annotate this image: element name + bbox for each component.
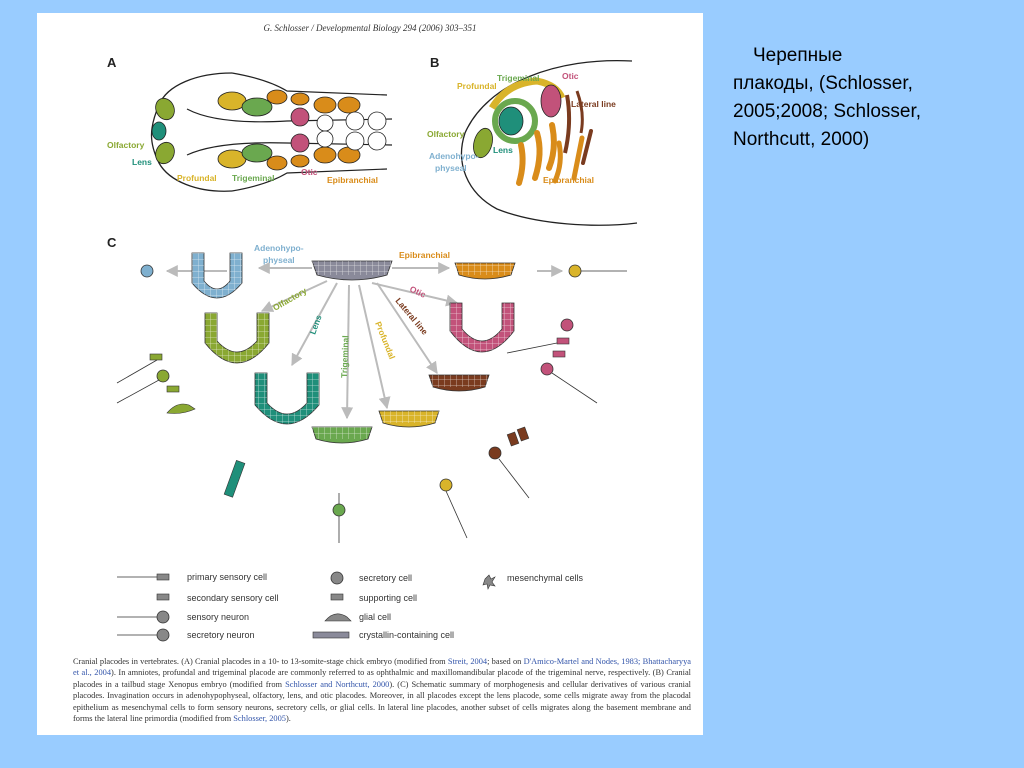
panel-a-letter: A (107, 55, 117, 70)
legend-mesenchymal-cells: mesenchymal cells (507, 573, 584, 583)
caption-reference[interactable]: Streit, 2004 (447, 657, 488, 666)
panel-a-embryo: Olfactory Lens Profundal Trigeminal Otic… (107, 72, 393, 192)
panel-b-profundal-label: Profundal (457, 81, 497, 91)
caption-text: ). (285, 714, 291, 724)
legend-sensory-neuron: sensory neuron (187, 612, 249, 622)
panel-b-physeal-label: physeal (435, 163, 467, 173)
panel-a-profundal-label: Profundal (177, 173, 217, 183)
caption-reference[interactable]: D'Amico-Martel and Nodes, 1983; Bhattach… (73, 657, 691, 678)
panel-b-xenopus: Profundal Trigeminal Otic Lateral line O… (427, 59, 638, 226)
slide-text-line: плакоды, (Schlosser, (733, 73, 913, 94)
caption-text: ; based on (487, 657, 524, 666)
caption-text: ). (C) Schematic summary of morphogenesi… (73, 679, 691, 724)
legend-primary-sensory-cell: primary sensory cell (187, 572, 267, 582)
journal-header: G. Schlosser / Developmental Biology 294… (263, 23, 477, 33)
panel-a-lens-label: Lens (132, 157, 152, 167)
caption-text: ). In amniotes, profundal and trigeminal… (73, 668, 691, 689)
legend-supporting-cell: supporting cell (359, 593, 417, 603)
panel-c-adenohypo-label: Adenohypo- (254, 243, 304, 253)
panel-a-otic-label: Otic (301, 167, 318, 177)
caption-reference[interactable]: Schlosser and Northcutt, 2000 (285, 679, 390, 689)
panel-c-otic-label: Otic (408, 284, 427, 300)
panel-a-olfactory-label: Olfactory (107, 140, 145, 150)
panel-c-physeal-label: physeal (263, 255, 295, 265)
panel-b-lens-label: Lens (493, 145, 513, 155)
panel-b-lateral-line-label: Lateral line (571, 99, 616, 109)
slide-text-line: 2005;2008; Schlosser, (733, 101, 922, 122)
panel-b-olfactory-label: Olfactory (427, 129, 465, 139)
panel-c-letter: C (107, 235, 117, 250)
legend-secretory-neuron: secretory neuron (187, 630, 255, 640)
panel-a-trigeminal-label: Trigeminal (232, 173, 275, 183)
panel-b-adenohypo-label: Adenohypo- (429, 151, 479, 161)
legend-glial-cell: glial cell (359, 612, 391, 622)
panel-c-epibranchial-label: Epibranchial (399, 250, 450, 260)
panel-a-epibranchial-label: Epibranchial (327, 175, 378, 185)
figure-caption: Cranial placodes in vertebrates. (A) Cra… (73, 656, 691, 724)
legend-secondary-sensory-cell: secondary sensory cell (187, 593, 279, 603)
panel-c-trigeminal-label: Trigeminal (339, 335, 350, 378)
panel-b-trigeminal-label: Trigeminal (497, 73, 540, 83)
slide-citation-text: Черепные плакоды, (Schlosser, 2005;2008;… (733, 42, 1003, 154)
panel-c-olfactory-label: Olfactory (271, 285, 309, 312)
slide-text-line: Черепные (753, 45, 843, 66)
panel-b-epibranchial-label: Epibranchial (543, 175, 594, 185)
panel-c-lens-label: Lens (307, 313, 323, 335)
panel-b-letter: B (430, 55, 440, 70)
legend-secretory-cell: secretory cell (359, 573, 412, 583)
caption-reference[interactable]: Schlosser, 2005 (233, 714, 286, 724)
cranial-placodes-figure: G. Schlosser / Developmental Biology 294… (37, 13, 703, 735)
slide-text-line: Northcutt, 2000) (733, 129, 870, 150)
caption-text: Cranial placodes in vertebrates. (A) Cra… (73, 657, 448, 666)
legend-crystallin-cell: crystallin-containing cell (359, 630, 454, 640)
panel-c-profundal-label: Profundal (373, 320, 397, 361)
figure-drawing: Olfactory Lens Profundal Trigeminal Otic… (107, 59, 638, 642)
figure-legend: primary sensory cell secondary sensory c… (117, 571, 584, 642)
panel-b-otic-label: Otic (562, 71, 579, 81)
panel-c-schematic: Adenohypo- physeal Epibranchial Olfactor… (116, 243, 627, 543)
